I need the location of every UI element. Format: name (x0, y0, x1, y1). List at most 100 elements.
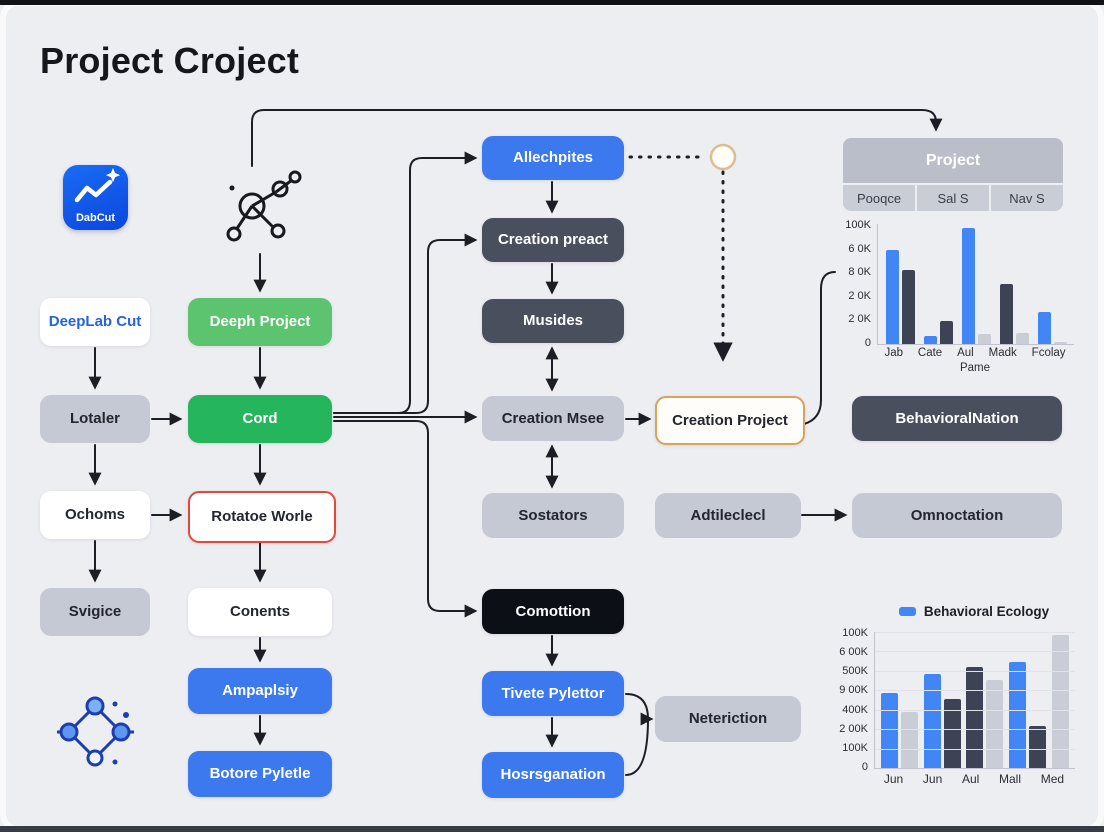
bar-group (923, 224, 953, 344)
x-tick-label: Med (1040, 772, 1065, 786)
bar-group (999, 224, 1029, 344)
node-creation-msee[interactable]: Creation Msee (482, 396, 624, 441)
bar (1052, 634, 1070, 768)
x-tick-label: Cate (917, 347, 943, 359)
chart-legend: Behavioral Ecology (874, 602, 1074, 620)
y-tick-label: 0 (861, 760, 868, 773)
bar (986, 679, 1004, 768)
node-deeph-project[interactable]: Deeph Project (188, 298, 332, 346)
dabcut-app-icon[interactable]: DabCut (63, 165, 128, 230)
gridline (875, 709, 1075, 711)
bar (1053, 341, 1067, 344)
bar (1037, 311, 1051, 344)
node-deeplab-cut[interactable]: DeepLab Cut (40, 298, 150, 346)
gridline (875, 748, 1075, 750)
x-tick-label: Aul (957, 347, 974, 359)
diamond-network-icon[interactable] (55, 692, 135, 777)
node-conents[interactable]: Conents (188, 588, 332, 636)
bar (900, 712, 918, 768)
y-tick-label: 100K (842, 627, 868, 639)
chart-plot-area (874, 632, 1075, 769)
node-cord[interactable]: Cord (188, 395, 332, 443)
node-svigice[interactable]: Svigice (40, 588, 150, 636)
bar-group (966, 632, 1004, 768)
node-sostators[interactable]: Sostators (482, 493, 624, 538)
y-tick-label: 6 0K (848, 242, 871, 255)
gridline (875, 729, 1075, 731)
bar-group (1052, 632, 1070, 768)
bar (961, 227, 975, 344)
node-ampaplsiy[interactable]: Ampaplsiy (188, 668, 332, 714)
bar (977, 334, 991, 344)
bar (923, 335, 937, 344)
bar (943, 698, 961, 768)
window-bottom-edge (0, 826, 1104, 832)
node-adtileclecl[interactable]: Adtileclecl (655, 493, 801, 538)
node-creation-preact[interactable]: Creation preact (482, 218, 624, 262)
bar (966, 667, 984, 768)
node-botore-pyletle[interactable]: Botore Pyletle (188, 751, 332, 797)
chart-plot-area (877, 224, 1074, 345)
node-rotatoe-worle[interactable]: Rotatoe Worle (188, 491, 336, 543)
gridline (875, 690, 1075, 692)
node-behavioral-nation[interactable]: BehavioralNation (852, 396, 1062, 441)
project-table-header[interactable]: Project (843, 138, 1063, 183)
bar (923, 674, 941, 768)
bar-group (961, 224, 991, 344)
y-tick-label: 6 00K (839, 646, 868, 659)
gridline (875, 670, 1075, 672)
bar (1015, 333, 1029, 344)
bar-group (1037, 224, 1067, 344)
y-tick-label: 8 0K (848, 266, 871, 279)
node-musides[interactable]: Musides (482, 299, 624, 343)
gridline (875, 651, 1075, 653)
page-title: Project Croject (40, 40, 300, 81)
x-axis-title: Pame (959, 362, 991, 374)
y-tick-label: 2 00K (839, 722, 868, 735)
bar (939, 321, 953, 344)
node-tivete-pylettor[interactable]: Tivete Pylettor (482, 671, 624, 716)
bar (1009, 661, 1027, 768)
node-lotaler[interactable]: Lotaler (40, 395, 150, 443)
project-table: Project Pooqce Sal S Nav S (843, 138, 1063, 211)
y-tick-label: 2 0K (848, 313, 871, 326)
y-tick-label: 500K (842, 665, 868, 678)
bar-group (885, 224, 915, 344)
connector-circle-node[interactable] (709, 143, 737, 171)
bar-groups (878, 224, 1074, 344)
y-tick-label: 0 (864, 336, 871, 349)
molecule-icon[interactable] (222, 168, 302, 255)
node-hosrsganation[interactable]: Hosrsganation (482, 752, 624, 798)
y-tick-label: 9 00K (839, 684, 868, 697)
window-top-edge (0, 0, 1104, 5)
node-creation-project[interactable]: Creation Project (655, 396, 805, 445)
project-table-cell[interactable]: Nav S (991, 185, 1063, 211)
project-table-cell[interactable]: Pooqce (843, 185, 915, 211)
x-tick-label: Madk (988, 347, 1017, 359)
y-tick-label: 2 0K (848, 289, 871, 302)
bar (1029, 725, 1047, 768)
x-tick-label: Jun (883, 772, 904, 786)
node-omnoctation[interactable]: Omnoctation (852, 493, 1062, 538)
bar-group (1009, 632, 1047, 768)
x-tick-label: Mall (999, 772, 1022, 786)
node-allechpites[interactable]: Allechpites (482, 136, 624, 180)
y-tick-label: 100K (842, 741, 868, 754)
x-tick-label: Aul (961, 772, 980, 786)
node-comottion[interactable]: Comottion (482, 589, 624, 634)
bar (880, 693, 898, 768)
node-neteriction[interactable]: Neteriction (655, 696, 801, 742)
node-ochoms[interactable]: Ochoms (40, 491, 150, 539)
project-table-cell[interactable]: Sal S (917, 185, 989, 211)
bar (885, 250, 899, 344)
bar-group (923, 632, 961, 768)
app-icon-label: DabCut (75, 212, 116, 224)
legend-label: Behavioral Ecology (923, 603, 1050, 619)
